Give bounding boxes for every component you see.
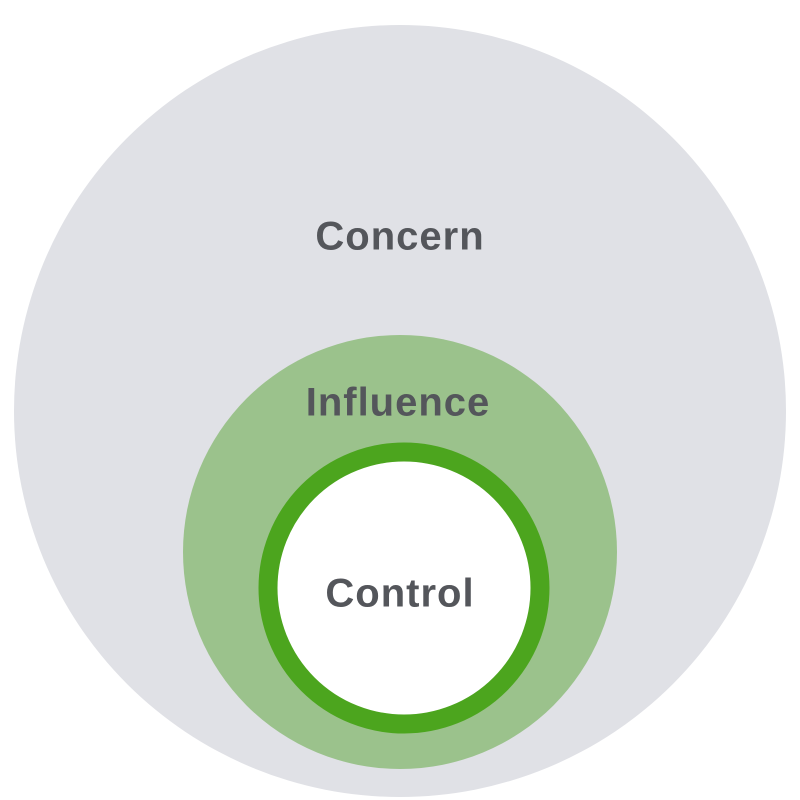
control-label: Control — [325, 571, 475, 616]
concern-label: Concern — [315, 214, 485, 259]
influence-label: Influence — [305, 380, 491, 425]
control-circle — [258, 442, 550, 734]
